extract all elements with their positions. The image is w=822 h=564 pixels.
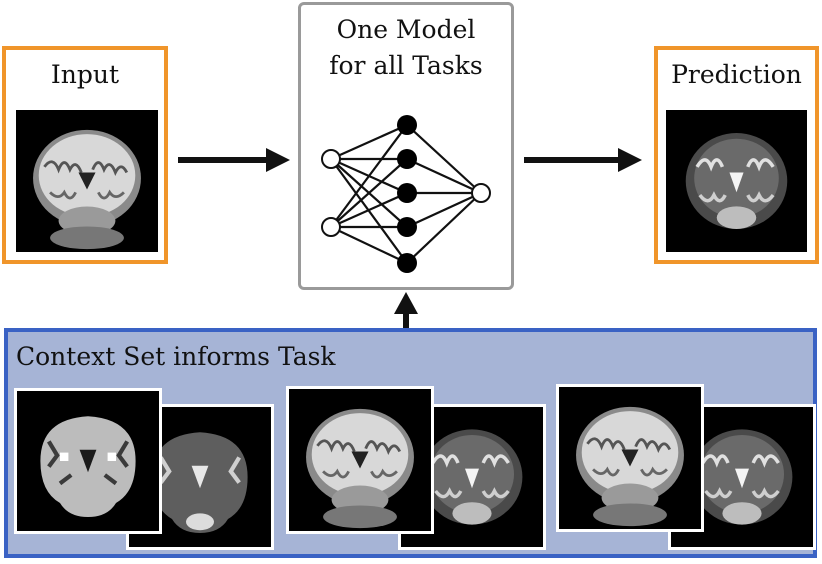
output-node (471, 183, 491, 203)
context-set-panel: Context Set informs Task (4, 328, 817, 558)
prediction-box: Prediction (654, 46, 819, 264)
context-pair-3-input (556, 384, 704, 532)
context-pair-1-input (14, 388, 162, 534)
hidden-node (397, 149, 417, 169)
input-node (321, 217, 341, 237)
prediction-label: Prediction (671, 60, 802, 89)
input-box: Input (2, 46, 168, 264)
hidden-node (397, 253, 417, 273)
arrow-model-to-prediction (524, 148, 642, 172)
hidden-node (397, 183, 417, 203)
input-node (321, 149, 341, 169)
model-label-line2: for all Tasks (329, 51, 483, 80)
input-mri-image (16, 110, 158, 252)
neural-network-icon (321, 115, 491, 273)
prediction-mri-image (666, 110, 807, 252)
context-set-label: Context Set informs Task (16, 342, 336, 371)
input-label: Input (50, 60, 120, 89)
hidden-node (397, 217, 417, 237)
arrow-input-to-model (178, 148, 290, 172)
hidden-node (397, 115, 417, 135)
model-box: One Model for all Tasks (298, 2, 514, 290)
context-pair-2-input (286, 386, 434, 534)
model-label-line1: One Model (336, 15, 476, 44)
